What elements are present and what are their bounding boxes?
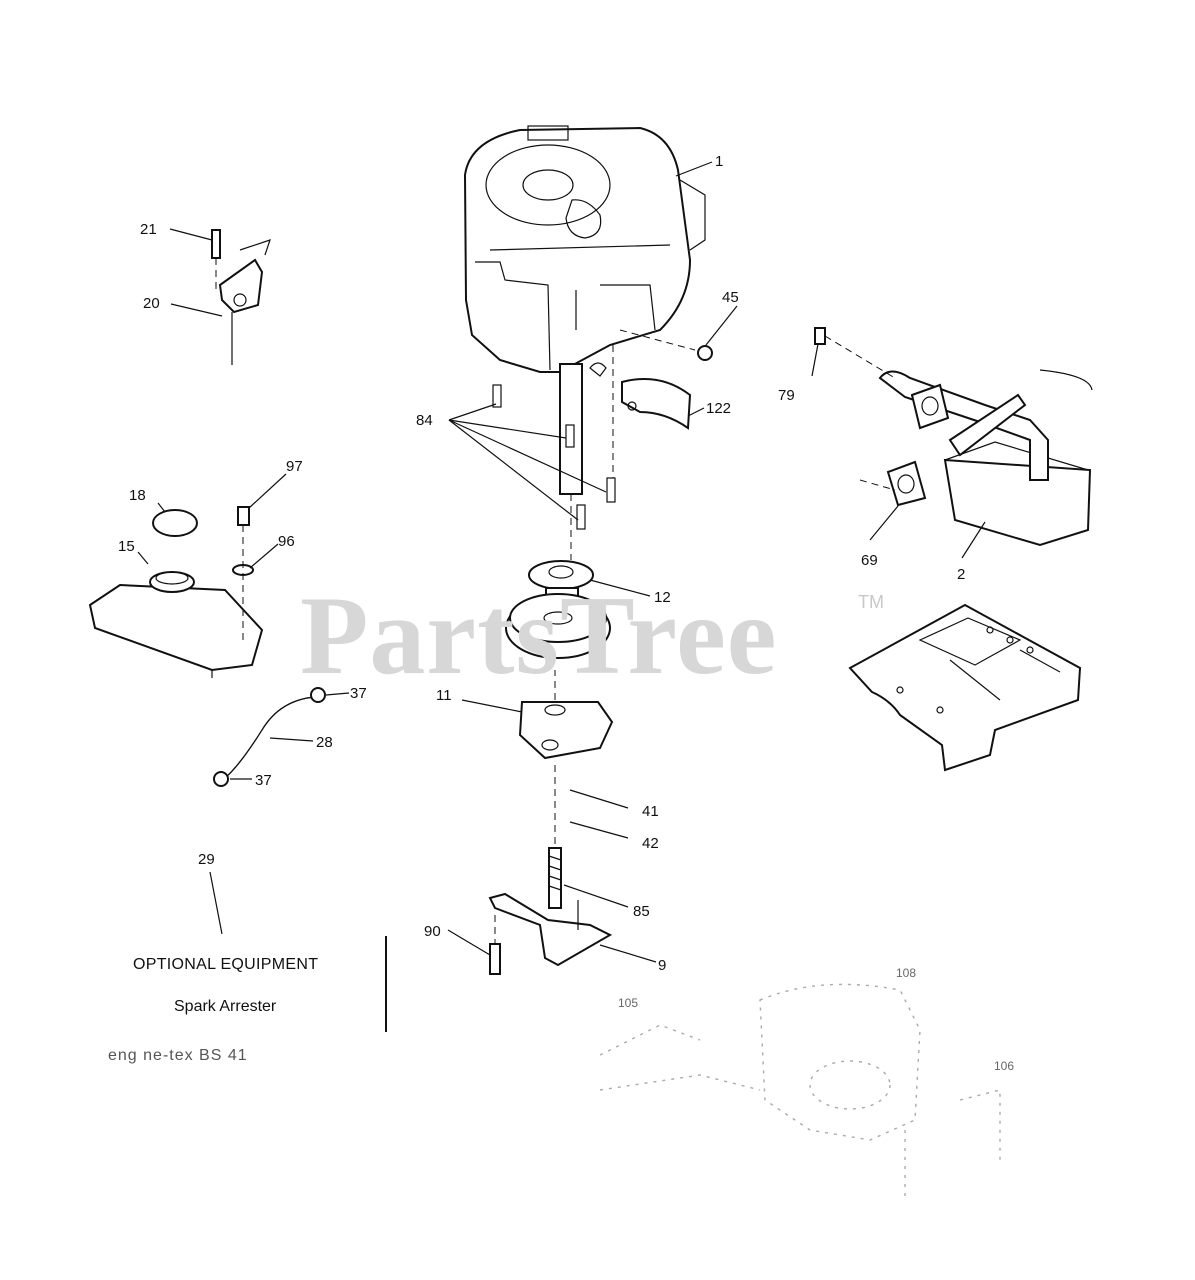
engine-part-1[interactable] <box>463 125 706 373</box>
callout-90[interactable]: 90 <box>424 923 441 940</box>
callout-11[interactable]: 11 <box>436 687 452 704</box>
spacer-part-11[interactable] <box>518 670 614 760</box>
screw-part-21[interactable] <box>211 229 221 290</box>
callout-28[interactable]: 28 <box>316 734 333 751</box>
engine-mount-frame <box>848 603 1082 772</box>
fuel-cap-part-18[interactable] <box>152 509 198 537</box>
diagram-caption: eng ne-tex BS 41 <box>108 1047 248 1064</box>
leader-lines <box>137 161 986 963</box>
fuel-line-part-28[interactable] <box>224 696 316 779</box>
callout-20[interactable]: 20 <box>143 295 160 312</box>
callout-15[interactable]: 15 <box>118 538 135 555</box>
nut-part-45[interactable] <box>619 329 713 361</box>
bolt-part-79[interactable] <box>814 327 896 491</box>
bolt-part-84[interactable] <box>492 345 616 530</box>
callout-96[interactable]: 96 <box>278 533 295 550</box>
bracket-part-9[interactable] <box>488 892 613 967</box>
gasket-upper <box>910 383 950 430</box>
parts-tree-watermark: PartsTree <box>300 574 778 698</box>
clamp-part-37-top[interactable] <box>310 687 326 703</box>
bolt-part-85[interactable] <box>548 847 562 909</box>
gasket-part-69[interactable] <box>886 460 927 507</box>
callout-37-bottom[interactable]: 37 <box>255 772 272 789</box>
callout-84[interactable]: 84 <box>416 412 433 429</box>
callout-41[interactable]: 41 <box>642 803 659 820</box>
callout-79[interactable]: 79 <box>778 387 795 404</box>
callout-42[interactable]: 42 <box>642 835 659 852</box>
callout-18[interactable]: 18 <box>129 487 146 504</box>
crankshaft <box>559 363 583 560</box>
callout-122[interactable]: 122 <box>706 400 731 417</box>
optional-equipment-title: OPTIONAL EQUIPMENT <box>133 956 319 973</box>
trademark-mark: TM <box>858 592 884 612</box>
callout-29[interactable]: 29 <box>198 851 215 868</box>
faded-assembly <box>599 983 1001 1200</box>
callout-97[interactable]: 97 <box>286 458 303 475</box>
callout-69[interactable]: 69 <box>861 552 878 569</box>
callout-9[interactable]: 9 <box>658 957 666 974</box>
callout-2[interactable]: 2 <box>957 566 965 583</box>
pulley-part-12[interactable] <box>505 560 611 659</box>
callout-106[interactable]: 106 <box>994 1059 1014 1073</box>
callout-1[interactable]: 1 <box>715 153 723 170</box>
screw-part-97[interactable] <box>237 506 250 526</box>
callout-12[interactable]: 12 <box>654 589 671 606</box>
washer-part-96[interactable] <box>232 525 254 640</box>
fuel-tank-part-15[interactable] <box>88 571 264 678</box>
callout-108[interactable]: 108 <box>896 966 916 980</box>
callout-105[interactable]: 105 <box>618 996 638 1010</box>
shield-part-122[interactable] <box>621 378 692 430</box>
callout-85[interactable]: 85 <box>633 903 650 920</box>
callout-45[interactable]: 45 <box>722 289 739 306</box>
callout-21[interactable]: 21 <box>140 221 157 238</box>
bolt-part-90[interactable] <box>489 915 501 975</box>
clamp-part-37-bottom[interactable] <box>213 771 229 787</box>
throttle-control-part-20[interactable] <box>218 239 271 365</box>
optional-equipment-divider <box>385 936 387 1032</box>
callout-37-top[interactable]: 37 <box>350 685 367 702</box>
optional-equipment-item[interactable]: Spark Arrester <box>174 998 277 1015</box>
